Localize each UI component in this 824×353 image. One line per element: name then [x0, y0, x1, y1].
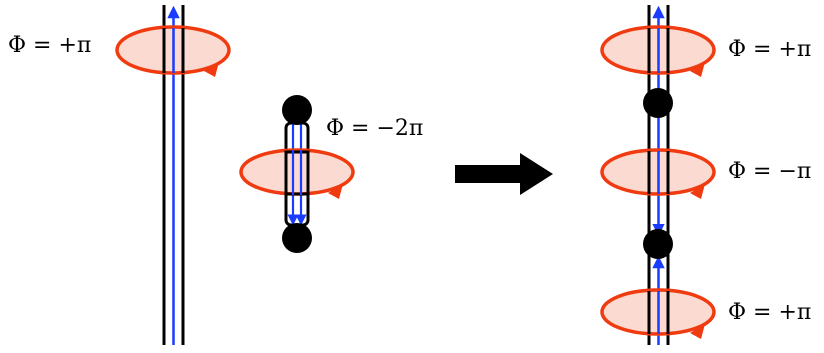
transition-arrow-icon	[455, 153, 553, 195]
right-bottom-flux-loop	[600, 288, 716, 339]
left-flux-label: Φ = +π	[8, 33, 92, 58]
left-flux-loop	[115, 25, 231, 77]
right-monopole-bottom	[643, 229, 673, 259]
loop-direction-arrow-icon	[690, 324, 705, 339]
right-top-flux-label: Φ = +π	[728, 37, 812, 62]
loop-direction-arrow-icon	[204, 62, 219, 77]
right-top-flux-loop	[600, 25, 716, 77]
right-middle-flux-label: Φ = −π	[728, 159, 812, 184]
right-bottom-flux-label: Φ = +π	[728, 300, 812, 325]
monopole-top	[282, 95, 312, 125]
loop-direction-arrow-icon	[328, 184, 343, 199]
monopole-bottom	[282, 223, 312, 253]
loop-direction-arrow-icon	[690, 62, 705, 77]
loop-direction-arrow-icon	[690, 184, 705, 199]
right-monopole-top	[643, 88, 673, 118]
middle-flux-loop	[239, 148, 355, 199]
middle-flux-label: Φ = −2π	[326, 116, 424, 141]
right-middle-flux-loop	[600, 148, 716, 199]
